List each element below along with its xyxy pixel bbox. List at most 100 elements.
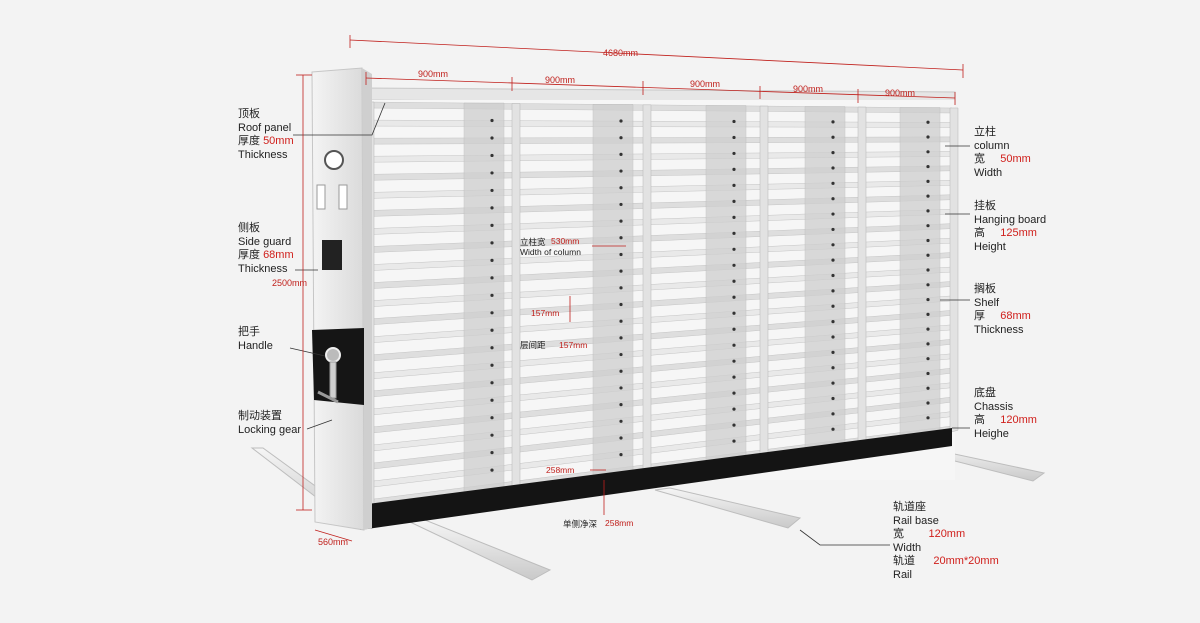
label-holder-right (338, 184, 348, 210)
upright-column (759, 105, 769, 457)
hanging-hole-icon (490, 293, 494, 297)
bay-width-1: 900mm (418, 69, 449, 79)
hanging-hole-icon (732, 407, 736, 411)
hanging-hole-icon (490, 118, 494, 123)
hanging-hole-icon (831, 212, 835, 216)
hanging-hole-icon (732, 327, 736, 331)
upright-column (949, 107, 959, 433)
hanging-hole-icon (926, 238, 930, 243)
hanging-hole-icon (926, 150, 930, 154)
hanging-hole-icon (490, 171, 494, 175)
hanging-hole-icon (926, 209, 930, 213)
hanging-hole-icon (831, 135, 835, 139)
hanging-hole-icon (619, 169, 623, 173)
hanging-hole-icon (926, 224, 930, 228)
hanging-hole-icon (490, 276, 494, 280)
lock-lever (329, 361, 337, 399)
hanging-hole-icon (619, 136, 623, 140)
hanging-hole-icon (619, 302, 623, 307)
hanging-hole-icon (831, 396, 835, 401)
hanging-hole-icon (831, 350, 835, 354)
hanging-hole-icon (831, 150, 835, 155)
inner-col-cn: 立柱宽 (520, 237, 546, 247)
upright-column (804, 106, 846, 451)
hanging-hole-icon (732, 167, 736, 172)
hanging-hole-icon (490, 363, 494, 367)
hanging-hole-icon (490, 258, 494, 262)
hanging-hole-icon (926, 416, 930, 420)
dimension-lines (296, 35, 964, 542)
hanging-hole-icon (831, 258, 835, 262)
hanging-hole-icon (831, 197, 835, 201)
label-column: 立柱 column 宽 50mm Width (974, 126, 1031, 179)
hanging-hole-icon (926, 327, 930, 331)
hanging-hole-icon (619, 269, 623, 273)
hanging-hole-icon (732, 375, 736, 379)
hanging-hole-icon (490, 328, 494, 332)
handle-icon (325, 347, 341, 363)
hanging-hole-icon (490, 398, 494, 402)
label-chassis: 底盘 Chassis 高 120mm Heighe (974, 387, 1037, 440)
total-width-dim: 4680mm (603, 48, 639, 58)
rail-mid-front (408, 519, 552, 581)
hanging-hole-icon (619, 119, 623, 123)
hanging-hole-icon (926, 194, 930, 198)
hanging-hole-icon (732, 423, 736, 427)
hanging-hole-icon (831, 166, 835, 170)
hanging-hole-icon (490, 451, 494, 455)
inner-col-value: 530mm (551, 236, 580, 246)
hanging-hole-icon (831, 304, 835, 308)
hanging-hole-icon (831, 412, 835, 416)
hanging-hole-icon (490, 136, 494, 140)
bay-width-3: 900mm (690, 79, 721, 89)
hanging-hole-icon (490, 416, 494, 420)
hanging-hole-icon (619, 336, 623, 340)
inner-depth-value-top: 258mm (546, 465, 575, 475)
hanging-hole-icon (619, 236, 623, 240)
hanging-hole-icon (732, 215, 736, 219)
hanging-hole-icon (926, 164, 930, 169)
label-roof-panel: 顶板 Roof panel 厚度 50mm Thickness (238, 108, 294, 161)
hanging-hole-icon (926, 342, 930, 346)
hanging-hole-icon (490, 468, 494, 472)
hanging-hole-icon (619, 252, 623, 257)
label-side-guard: 侧板 Side guard 厚度 68mm Thickness (238, 222, 294, 275)
hanging-hole-icon (926, 268, 930, 272)
uprights (365, 101, 959, 507)
hanging-hole-icon (490, 381, 494, 385)
hanging-hole-icon (619, 453, 623, 457)
hanging-hole-icon (490, 188, 494, 193)
hanging-hole-icon (831, 289, 835, 293)
inner-depth-cn: 单侧净深 (563, 519, 598, 529)
hanging-hole-icon (926, 297, 930, 302)
upright-column (899, 107, 941, 439)
label-handle: 把手 Handle (238, 326, 273, 352)
label-rail-base: 轨道座 Rail base 宽 120mm Width 轨道 20mm*20mm… (893, 501, 999, 581)
hanging-hole-icon (831, 427, 835, 431)
hanging-hole-icon (831, 273, 835, 278)
hanging-hole-icon (732, 343, 736, 347)
hanging-hole-icon (926, 135, 930, 139)
inner-depth-value: 258mm (605, 518, 634, 528)
hanging-hole-icon (732, 311, 736, 315)
label-plate (322, 240, 342, 270)
hanging-hole-icon (490, 311, 494, 315)
hanging-hole-icon (619, 202, 623, 207)
hanging-hole-icon (732, 263, 736, 267)
hanging-hole-icon (926, 371, 930, 376)
upright-column (463, 102, 505, 494)
round-window-icon (324, 150, 344, 170)
hanging-hole-icon (926, 357, 930, 361)
hanging-hole-icon (926, 283, 930, 287)
upright-column (857, 106, 867, 445)
hanging-hole-icon (732, 439, 736, 443)
hanging-hole-icon (619, 403, 623, 407)
hanging-hole-icon (490, 206, 494, 210)
bay-width-5: 900mm (885, 88, 916, 98)
rail-mid-right (654, 487, 802, 529)
hanging-hole-icon (831, 227, 835, 232)
hanging-hole-icon (831, 243, 835, 247)
hanging-hole-icon (926, 386, 930, 390)
